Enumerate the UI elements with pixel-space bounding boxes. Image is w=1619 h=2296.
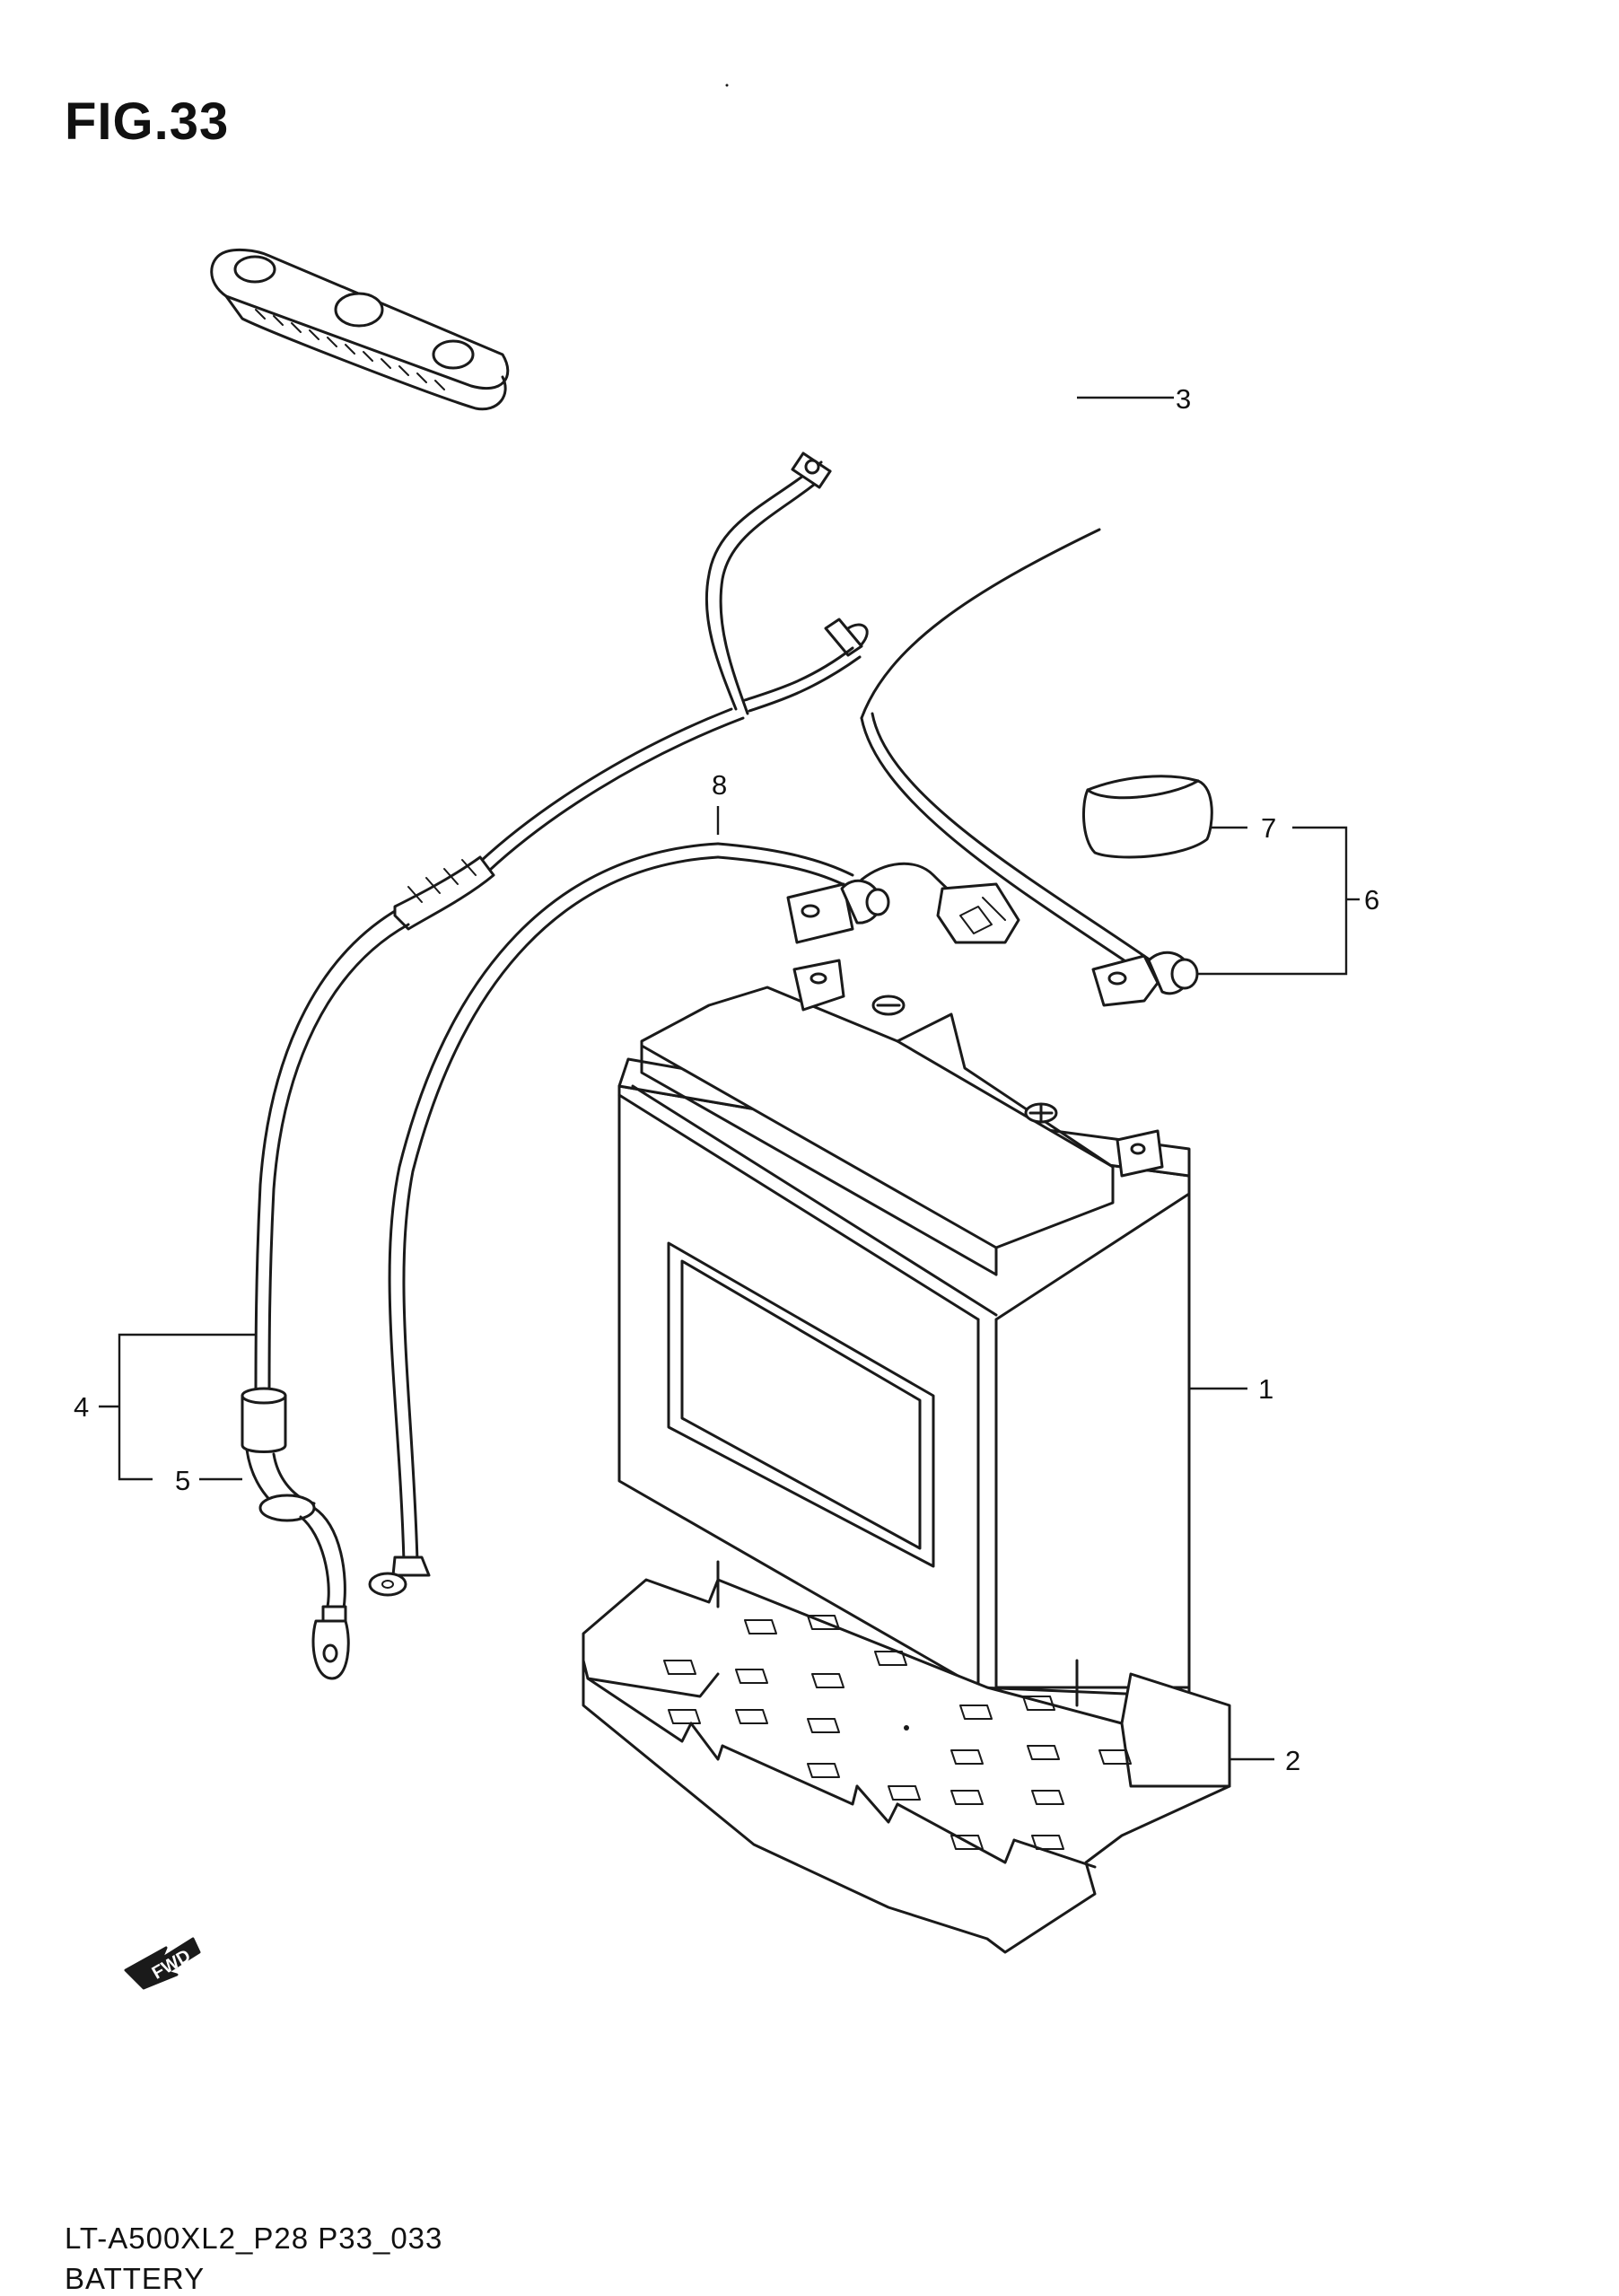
figure-name: BATTERY bbox=[65, 2262, 206, 2295]
leader-lines bbox=[99, 396, 1360, 1761]
callout-2: 2 bbox=[1285, 1745, 1300, 1776]
positive-terminal-cap-part bbox=[860, 528, 1213, 1007]
battery-part bbox=[617, 959, 1191, 1698]
forward-arrow-icon: FWD bbox=[124, 1937, 201, 1990]
battery-tray-part bbox=[582, 1560, 1231, 1954]
negative-terminal-connector bbox=[786, 862, 1020, 944]
callout-3: 3 bbox=[1176, 383, 1191, 415]
callout-5: 5 bbox=[175, 1465, 190, 1496]
callout-4: 4 bbox=[74, 1391, 89, 1423]
figure-code: LT-A500XL2_P28 P33_033 bbox=[65, 2222, 443, 2255]
callout-1: 1 bbox=[1258, 1373, 1273, 1405]
callout-6: 6 bbox=[1364, 884, 1379, 916]
figure-title: FIG.33 bbox=[65, 92, 230, 151]
callout-8: 8 bbox=[712, 769, 727, 801]
negative-cable-part bbox=[368, 83, 869, 1597]
positive-cable-part bbox=[241, 451, 832, 1680]
callout-7: 7 bbox=[1261, 812, 1276, 844]
terminal-cover-part bbox=[210, 248, 510, 411]
